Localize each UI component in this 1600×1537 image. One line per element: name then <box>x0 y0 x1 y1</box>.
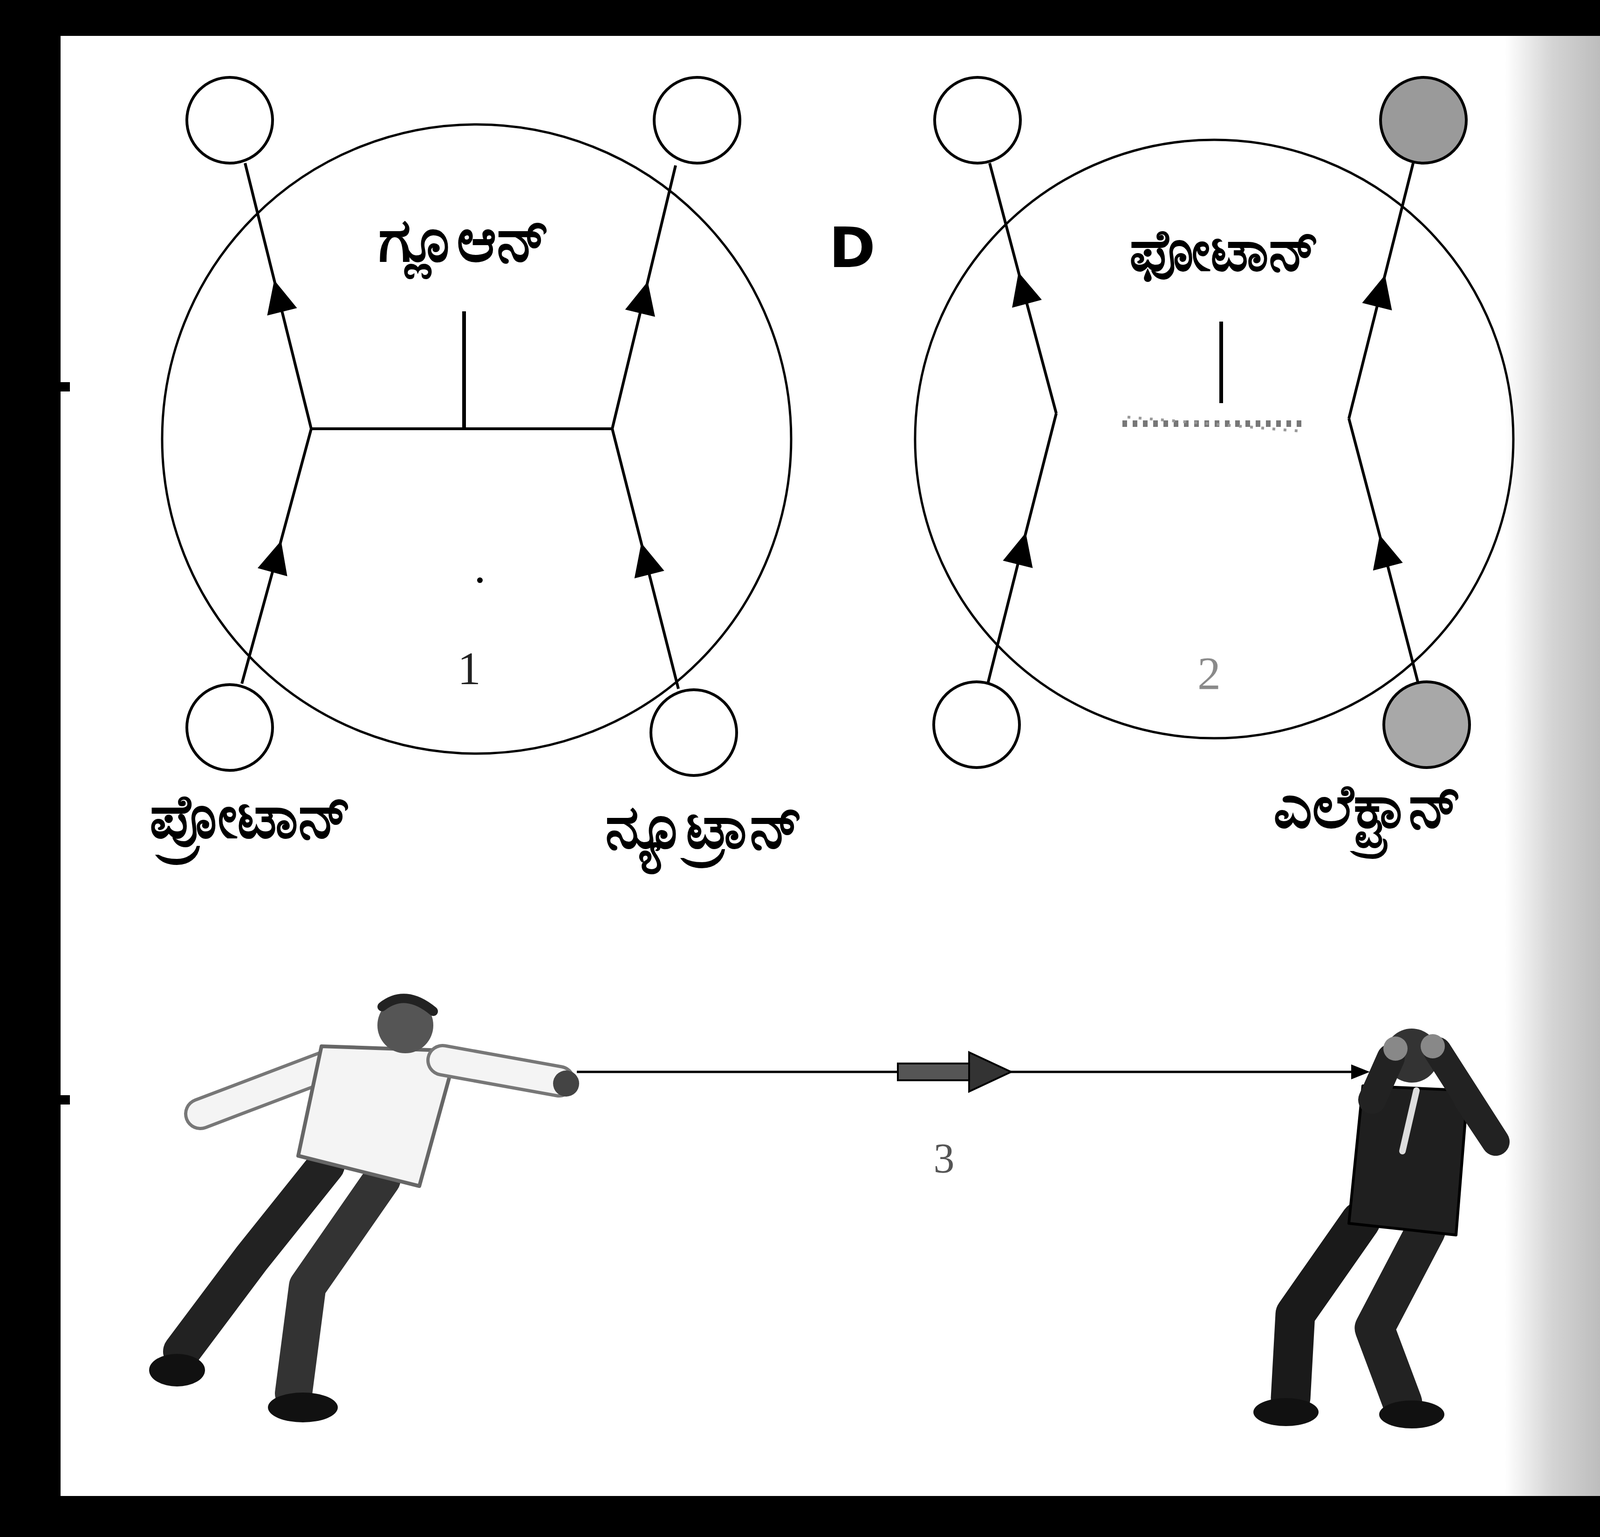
particle-label: ನ್ಯೂಟ್ರಾನ್ <box>605 796 803 857</box>
interaction-circle: ಗ್ಲೂಆನ್ 1 <box>160 122 794 756</box>
circle-outline <box>162 124 792 754</box>
particle-label: ಎಲೆಕ್ಟ್ರಾನ್ <box>1273 775 1462 837</box>
throwing-person <box>149 997 580 1423</box>
frame-tab <box>0 382 70 392</box>
struck-person <box>1253 1028 1496 1429</box>
particle-label: ಗ್ಲೂಆನ್ <box>378 209 550 271</box>
frame-tab <box>0 1094 70 1105</box>
interaction-circle: ಫೋಟಾನ್ 2 <box>913 137 1516 740</box>
callout-number: 3 <box>933 1137 955 1180</box>
particle-label: ಪ್ರೋಟಾನ್ <box>149 786 352 847</box>
panel-letter: D <box>828 219 876 276</box>
particle-label: ಫೋಟಾನ್ <box>1129 221 1320 280</box>
callout-number: 1 <box>457 645 481 692</box>
circle-outline <box>915 139 1514 739</box>
transfer-arrow <box>576 1052 1370 1092</box>
photon-diagram-lines <box>933 77 1470 768</box>
callout-number: 2 <box>1197 649 1221 697</box>
speckled-edge <box>1504 35 1600 1496</box>
